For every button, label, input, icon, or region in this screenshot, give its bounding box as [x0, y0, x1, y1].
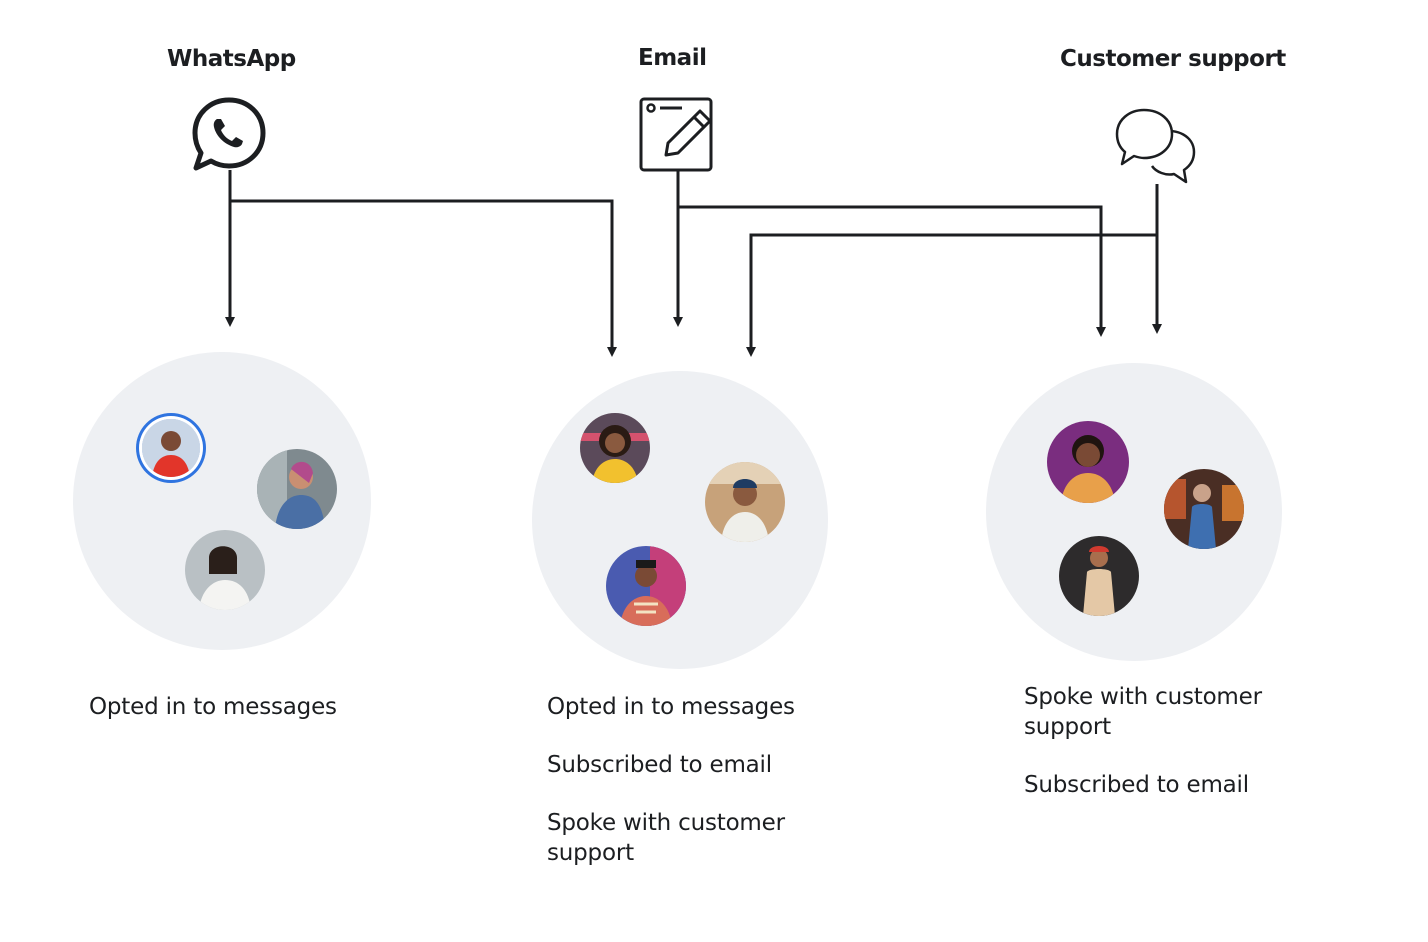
attribute-label: Opted in to messages	[89, 694, 337, 720]
email-title: Email	[638, 45, 707, 71]
attribute-label: Subscribed to email	[1024, 772, 1249, 798]
customer-support-title: Customer support	[1060, 46, 1286, 72]
group1-attributes: Opted in to messages	[89, 692, 337, 750]
support-to-group2-arrow	[746, 233, 1157, 357]
attribute-label: Opted in to messages	[547, 694, 795, 720]
avatar	[1164, 469, 1244, 549]
avatar	[1059, 536, 1139, 616]
email-to-group3-arrow	[678, 205, 1106, 337]
avatar	[185, 530, 265, 610]
email-compose-icon	[638, 97, 716, 177]
avatar	[257, 449, 337, 529]
group2-attributes: Opted in to messages Subscribed to email…	[547, 692, 827, 896]
avatar	[606, 546, 686, 626]
whatsapp-to-group2-arrow	[230, 199, 617, 357]
avatar	[580, 413, 650, 483]
avatar	[705, 462, 785, 542]
group3-attributes: Spoke with customer support Subscribed t…	[1024, 682, 1304, 828]
avatar	[1047, 421, 1129, 503]
whatsapp-icon	[190, 96, 268, 178]
attribute-label: Spoke with customer support	[1024, 684, 1262, 740]
attribute-label: Subscribed to email	[547, 752, 772, 778]
whatsapp-title: WhatsApp	[167, 46, 296, 72]
chat-bubbles-icon	[1114, 106, 1198, 192]
group-circle-2	[532, 371, 828, 669]
avatar	[142, 419, 200, 477]
attribute-label: Spoke with customer support	[547, 810, 785, 866]
